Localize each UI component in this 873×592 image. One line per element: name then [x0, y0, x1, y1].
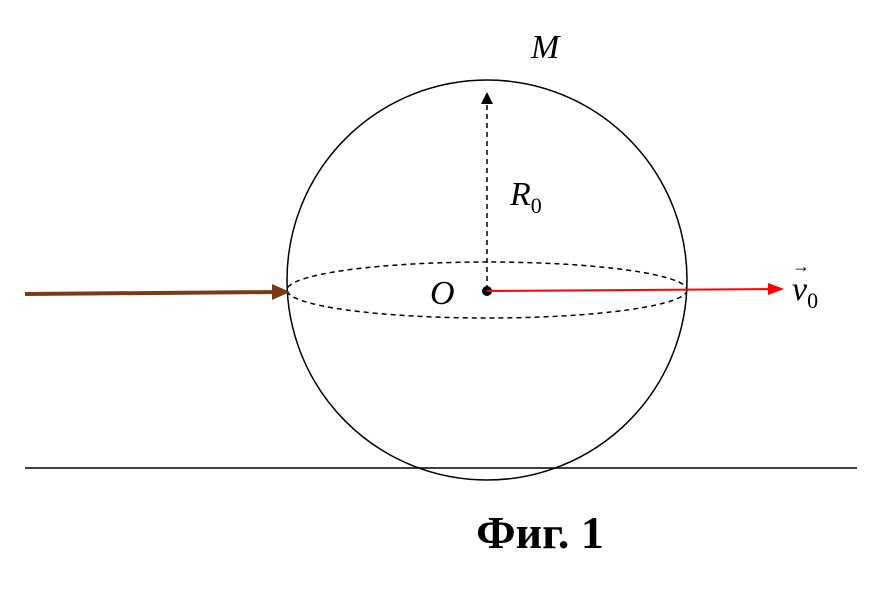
sphere-outline [286, 79, 688, 481]
radius-label: R0 [509, 176, 542, 218]
velocity-symbol: v [792, 271, 808, 308]
radius-subscript: 0 [531, 193, 542, 218]
incoming-arrowhead [272, 284, 290, 300]
figure-caption: Фиг. 1 [476, 507, 604, 558]
incoming-arrow-shaft [24, 290, 279, 296]
center-label: O [430, 275, 455, 312]
radius-arrowhead [481, 92, 493, 104]
radius-symbol: R [509, 176, 531, 213]
velocity-vector-mark: → [792, 256, 810, 276]
velocity-label: v0 [792, 271, 818, 313]
velocity-arrow-shaft [486, 288, 773, 292]
mass-label: M [530, 29, 561, 66]
velocity-arrowhead [768, 283, 784, 295]
velocity-subscript: 0 [807, 288, 818, 313]
